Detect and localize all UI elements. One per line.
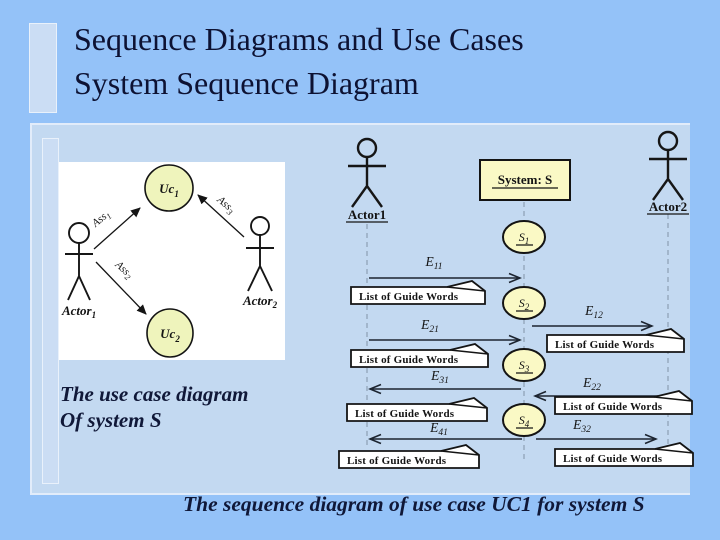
page-title: Sequence Diagrams and Use Cases System S… (74, 18, 694, 105)
title-line-1: Sequence Diagrams and Use Cases (74, 21, 524, 57)
use-case-diagram: Ass1 Ass2 Ass3 Uc1 Uc2 (59, 162, 285, 360)
sequence-caption: The sequence diagram of use case UC1 for… (183, 492, 645, 516)
system-box: System: S (479, 159, 571, 201)
svg-text:Uc1: Uc1 (159, 181, 179, 199)
guide-words-note-3: List of Guide Words (350, 343, 489, 368)
event-label-e31: E31 (430, 368, 449, 386)
guide-words-note-5: List of Guide Words (346, 397, 488, 422)
svg-text:S4: S4 (519, 413, 530, 429)
seq-actor1-figure: Actor1 (346, 137, 388, 223)
svg-text:List of Guide Words: List of Guide Words (563, 401, 663, 413)
state-s2: S2 (502, 286, 546, 320)
association-ass1: Ass1 (89, 207, 141, 250)
content-panel: Ass1 Ass2 Ass3 Uc1 Uc2 (30, 123, 694, 495)
usecase-actor2-figure: Actor2 (242, 216, 278, 310)
state-s4: S4 (502, 403, 546, 437)
state-s3: S3 (502, 348, 546, 382)
title-accent-bar (29, 23, 57, 113)
use-case-uc2: Uc2 (146, 308, 194, 358)
sequence-diagram: Actor1 Actor2 System: S (338, 130, 694, 469)
event-label-e11: E11 (424, 254, 442, 272)
svg-text:S3: S3 (519, 358, 530, 374)
svg-text:List of Guide Words: List of Guide Words (347, 455, 447, 467)
use-case-caption-line2: Of system S (60, 408, 162, 433)
svg-text:Uc2: Uc2 (160, 326, 180, 344)
svg-text:Actor1: Actor1 (61, 303, 96, 320)
use-case-caption: The use case diagram Of system S (60, 381, 248, 434)
svg-text:List of Guide Words: List of Guide Words (555, 339, 655, 351)
seq-actor1-label: Actor1 (348, 207, 386, 222)
guide-words-note-4: List of Guide Words (554, 390, 693, 415)
svg-text:Ass3: Ass3 (213, 193, 238, 217)
guide-words-note-7: List of Guide Words (554, 442, 694, 467)
system-label: System: S (498, 172, 553, 187)
title-line-2: System Sequence Diagram (74, 64, 419, 101)
guide-words-note-6: List of Guide Words (338, 444, 480, 469)
usecase-actor1-figure: Actor1 (61, 222, 96, 320)
svg-text:S1: S1 (519, 230, 530, 246)
guide-words-note-2: List of Guide Words (546, 328, 685, 353)
use-case-uc1: Uc1 (144, 164, 194, 212)
svg-text:Actor2: Actor2 (242, 293, 278, 310)
seq-actor2-figure: Actor2 (647, 130, 689, 215)
use-case-caption-line1: The use case diagram (60, 382, 249, 406)
svg-text:List of Guide Words: List of Guide Words (359, 354, 459, 366)
guide-words-note-1: List of Guide Words (350, 280, 486, 305)
seq-actor2-label: Actor2 (649, 199, 687, 214)
state-s1: S1 (502, 220, 546, 254)
event-label-e41: E41 (429, 420, 448, 438)
svg-text:List of Guide Words: List of Guide Words (355, 408, 455, 420)
event-label-e21: E21 (420, 317, 439, 335)
association-ass3: Ass3 (197, 193, 245, 238)
svg-text:List of Guide Words: List of Guide Words (563, 453, 663, 465)
event-label-e12: E12 (584, 303, 603, 321)
svg-text:Ass2: Ass2 (111, 258, 136, 283)
event-label-e32: E32 (572, 417, 591, 435)
association-ass2: Ass2 (95, 258, 147, 315)
panel-accent-bar (42, 138, 59, 484)
svg-text:List of Guide Words: List of Guide Words (359, 291, 459, 303)
use-case-diagram-svg: Ass1 Ass2 Ass3 Uc1 Uc2 (61, 164, 278, 358)
svg-text:S2: S2 (519, 296, 530, 312)
event-label-e22: E22 (582, 375, 601, 393)
svg-text:Ass1: Ass1 (89, 208, 114, 232)
